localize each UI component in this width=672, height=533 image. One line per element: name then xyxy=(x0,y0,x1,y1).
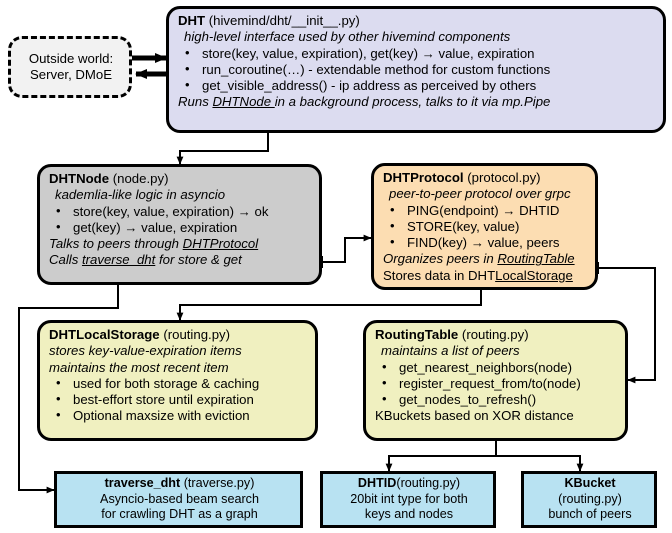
node-dht: DHT (hivemind/dht/__init__.py)high-level… xyxy=(166,6,666,133)
traverse-dht-body: traverse_dht (traverse.py)Asyncio-based … xyxy=(66,476,293,523)
routingtable-line-4: register_request_from/to(node) xyxy=(375,375,618,392)
edge-routingtable-to-kbucket xyxy=(496,455,584,472)
dhtnode-line-4: get(key) → value, expiration xyxy=(49,219,312,236)
routingtable-line-5: get_nodes_to_refresh() xyxy=(375,391,618,408)
edge-dhtnode-to-dhtprotocol xyxy=(321,234,372,268)
edge-dht-to-dhtnode xyxy=(176,133,269,165)
dhtprotocol-line-1: DHTProtocol (protocol.py) xyxy=(383,170,541,185)
node-dhtlocalstorage: DHTLocalStorage (routing.py)stores key-v… xyxy=(37,320,318,441)
dhtnode-line-1: DHTNode (node.py) xyxy=(49,171,169,186)
dhtnode-line-5: Talks to peers through DHTProtocol xyxy=(49,236,259,252)
dhtid-line-1: DHTID(routing.py) xyxy=(357,476,461,490)
dhtlocalstorage-body: DHTLocalStorage (routing.py)stores key-v… xyxy=(49,327,308,425)
dhtlocalstorage-line-5: best-effort store until expiration xyxy=(49,391,308,408)
dhtid-line-2: 20bit int type for both xyxy=(350,491,468,506)
dhtlocalstorage-line-1: DHTLocalStorage (routing.py) xyxy=(49,327,231,342)
node-dhtprotocol: DHTProtocol (protocol.py)peer-to-peer pr… xyxy=(371,163,598,290)
dhtlocalstorage-line-3: maintains the most recent item xyxy=(49,359,229,375)
dhtlocalstorage-line-4: used for both storage & caching xyxy=(49,375,308,392)
dhtprotocol-line-5: FIND(key) → value, peers xyxy=(383,234,588,251)
dhtlocalstorage-line-2: stores key-value-expiration items xyxy=(49,343,242,359)
kbucket-body: KBucket(routing.py)bunch of peers xyxy=(533,476,647,523)
dhtnode-line-6: Calls traverse_dht for store & get xyxy=(49,252,242,268)
dhtprotocol-line-4: STORE(key, value) xyxy=(383,218,588,235)
node-dhtid: DHTID(routing.py)20bit int type for both… xyxy=(320,471,496,528)
node-outside-world: Outside world: Server, DMoE xyxy=(8,36,132,98)
edge-routingtable-to-dhtid xyxy=(385,441,497,472)
dhtprotocol-line-6: Organizes peers in RoutingTable xyxy=(383,251,575,267)
dhtprotocol-line-3: PING(endpoint) → DHTID xyxy=(383,202,588,219)
edge-dhtprotocol-to-dhtlocalstorage xyxy=(176,290,482,321)
dht-line-1: DHT (hivemind/dht/__init__.py) xyxy=(178,13,360,28)
node-traverse-dht: traverse_dht (traverse.py)Asyncio-based … xyxy=(54,471,303,528)
routingtable-line-1: RoutingTable (routing.py) xyxy=(375,327,529,342)
dht-body: DHT (hivemind/dht/__init__.py)high-level… xyxy=(178,13,656,111)
dhtid-line-3: keys and nodes xyxy=(364,507,454,522)
dhtlocalstorage-line-6: Optional maxsize with eviction xyxy=(49,407,308,424)
routingtable-line-3: get_nearest_neighbors(node) xyxy=(375,359,618,376)
dhtnode-line-2: kademlia-like logic in asyncio xyxy=(55,187,226,203)
dht-line-3: store(key, value, expiration), get(key) … xyxy=(178,45,656,62)
traverse-dht-line-2: Asyncio-based beam search xyxy=(100,491,259,506)
node-kbucket: KBucket(routing.py)bunch of peers xyxy=(521,471,657,528)
dhtid-body: DHTID(routing.py)20bit int type for both… xyxy=(332,476,486,523)
dhtnode-line-3: store(key, value, expiration) → ok xyxy=(49,203,312,220)
node-dhtnode: DHTNode (node.py)kademlia-like logic in … xyxy=(37,164,322,285)
dhtprotocol-line-2: peer-to-peer protocol over grpc xyxy=(389,186,571,202)
dhtprotocol-line-7: Stores data in DHTLocalStorage xyxy=(383,267,573,283)
kbucket-line-2: (routing.py) xyxy=(558,491,622,506)
routingtable-line-2: maintains a list of peers xyxy=(381,343,520,359)
node-routingtable: RoutingTable (routing.py)maintains a lis… xyxy=(363,320,628,441)
traverse-dht-line-1: traverse_dht (traverse.py) xyxy=(104,476,255,490)
routingtable-body: RoutingTable (routing.py)maintains a lis… xyxy=(375,327,618,425)
dht-line-2: high-level interface used by other hivem… xyxy=(184,29,511,45)
dht-line-6: Runs DHTNode in a background process, ta… xyxy=(178,94,551,110)
dht-line-4: run_coroutine(…) - extendable method for… xyxy=(178,61,656,78)
kbucket-line-3: bunch of peers xyxy=(548,507,632,522)
dhtnode-body: DHTNode (node.py)kademlia-like logic in … xyxy=(49,171,312,269)
routingtable-line-6: KBuckets based on XOR distance xyxy=(375,408,574,424)
outside-world-line-1: Outside world: xyxy=(28,50,114,66)
kbucket-line-1: KBucket xyxy=(564,476,616,490)
outside-world-line-2: Server, DMoE xyxy=(29,67,113,82)
traverse-dht-line-3: for crawling DHT as a graph xyxy=(101,507,258,522)
dht-line-5: get_visible_address() - ip address as pe… xyxy=(178,77,656,94)
dhtprotocol-body: DHTProtocol (protocol.py)peer-to-peer pr… xyxy=(383,170,588,284)
